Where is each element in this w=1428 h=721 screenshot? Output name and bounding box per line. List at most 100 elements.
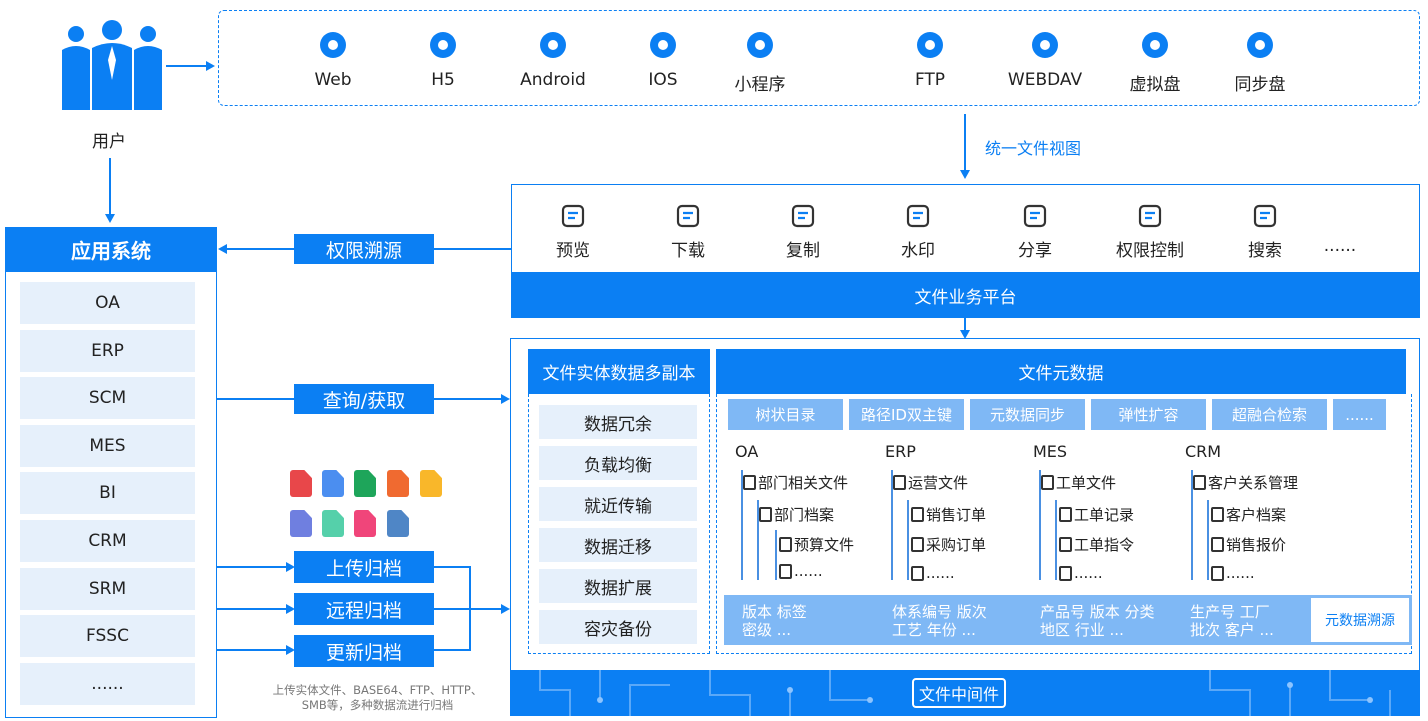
platform-item-1[interactable]: 下载 [638, 200, 738, 261]
platform-item-5[interactable]: 权限控制 [1100, 200, 1200, 261]
tree-node[interactable]: 运营文件 [893, 472, 968, 493]
metadata-tag: 超融合检索 [1212, 399, 1327, 430]
replica-title: 文件实体数据多副本 [528, 349, 710, 394]
tree-node[interactable]: ...... [1211, 564, 1255, 582]
folder-node-icon [1059, 507, 1072, 522]
tree-node[interactable]: 客户档案 [1211, 504, 1286, 525]
archive-button[interactable]: 远程归档 [294, 593, 434, 625]
node-label: 工单记录 [1074, 506, 1135, 524]
attr-line: 批次 客户 ... [1190, 621, 1274, 639]
tree-node[interactable]: ...... [1059, 564, 1103, 582]
client-6[interactable]: WEBDAV [1000, 28, 1090, 90]
node-label: 客户关系管理 [1208, 474, 1299, 492]
video-file-icon [290, 510, 312, 537]
app-item[interactable]: SRM [20, 567, 195, 610]
users-icon [58, 20, 166, 112]
tree-node[interactable]: 采购订单 [911, 534, 986, 555]
client-label: Android [520, 70, 586, 90]
query-button[interactable]: 查询/获取 [294, 384, 434, 414]
tree-node[interactable]: 客户关系管理 [1193, 472, 1298, 493]
replica-panel [528, 394, 710, 654]
metadata-attrs: 产品号 版本 分类地区 行业 ... [1040, 603, 1155, 639]
html5-icon [398, 28, 488, 62]
attr-line: 版本 标签 [742, 603, 807, 621]
metadata-trace-button[interactable]: 元数据溯源 [1311, 598, 1409, 642]
tree-node[interactable]: 销售订单 [911, 504, 986, 525]
platform-item-3[interactable]: 水印 [868, 200, 968, 261]
app-item[interactable]: SCM [20, 377, 195, 420]
audio-file-icon [420, 470, 442, 497]
app-item[interactable]: CRM [20, 520, 195, 562]
cad-file-icon [387, 510, 409, 537]
tree-node[interactable]: 预算文件 [779, 534, 854, 555]
node-label: 部门档案 [774, 506, 835, 524]
pdf-file-icon [290, 470, 312, 497]
archive-button[interactable]: 上传归档 [294, 551, 434, 583]
client-label: 小程序 [734, 75, 786, 95]
platform-item-2[interactable]: 复制 [753, 200, 853, 261]
folder-node-icon [911, 507, 924, 522]
client-2[interactable]: Android [508, 28, 598, 90]
client-4[interactable]: 小程序 [715, 28, 805, 95]
replica-item: 容灾备份 [539, 610, 697, 644]
miniprogram-icon [715, 28, 805, 62]
platform-item-6[interactable]: 搜索 [1215, 200, 1315, 261]
unified-view-label: 统一文件视图 [985, 139, 1082, 158]
tree-node[interactable]: 工单记录 [1059, 504, 1134, 525]
client-label: H5 [431, 70, 455, 90]
app-item[interactable]: MES [20, 424, 195, 467]
folder-node-icon [1211, 565, 1224, 581]
attr-line: 密级 ... [742, 621, 792, 639]
watermark-icon [868, 200, 968, 232]
platform-item-label: 预览 [556, 241, 590, 261]
metadata-tag: 树状目录 [728, 399, 843, 430]
client-3[interactable]: IOS [618, 28, 708, 90]
note-line: 上传实体文件、BASE64、FTP、HTTP、 [272, 683, 483, 697]
archive-button[interactable]: 更新归档 [294, 635, 434, 667]
platform-item-7[interactable]: ...... [1290, 200, 1390, 256]
node-label: ...... [926, 564, 955, 582]
tree-node[interactable]: ...... [779, 562, 823, 580]
sheet-file-icon [354, 470, 376, 497]
tree-title: OA [735, 442, 759, 461]
tree-node[interactable]: ...... [911, 564, 955, 582]
client-7[interactable]: 虚拟盘 [1110, 28, 1200, 95]
app-item[interactable]: FSSC [20, 615, 195, 658]
note-line: SMB等，多种数据流进行归档 [301, 698, 454, 712]
tree-node[interactable]: 部门相关文件 [743, 472, 848, 493]
node-label: 预算文件 [794, 536, 855, 554]
tree-node[interactable]: 工单文件 [1041, 472, 1116, 493]
client-label: Web [314, 70, 352, 90]
node-label: 工单指令 [1074, 536, 1135, 554]
tree-node[interactable]: 工单指令 [1059, 534, 1134, 555]
node-label: 采购订单 [926, 536, 987, 554]
attr-line: 生产号 工厂 [1190, 603, 1270, 621]
trace-button[interactable]: 权限溯源 [294, 234, 434, 264]
node-label: 销售报价 [1226, 536, 1287, 554]
app-item[interactable]: BI [20, 472, 195, 515]
app-item[interactable]: ...... [20, 662, 195, 705]
archive-note: 上传实体文件、BASE64、FTP、HTTP、SMB等，多种数据流进行归档 [240, 683, 515, 713]
app-item[interactable]: ERP [20, 329, 195, 372]
client-0[interactable]: Web [288, 28, 378, 90]
metadata-attrs: 体系编号 版次工艺 年份 ... [892, 603, 987, 639]
apps-title: 应用系统 [5, 227, 217, 272]
client-8[interactable]: 同步盘 [1215, 28, 1305, 95]
tree-oa: OA 部门相关文件部门档案预算文件...... [735, 442, 880, 582]
client-5[interactable]: FTP [885, 28, 975, 90]
platform-item-label: 下载 [671, 241, 705, 261]
doc-file-icon [322, 470, 344, 497]
platform-item-4[interactable]: 分享 [985, 200, 1085, 261]
app-item[interactable]: OA [20, 282, 195, 324]
platform-item-0[interactable]: 预览 [523, 200, 623, 261]
replica-item: 数据迁移 [539, 528, 697, 562]
client-1[interactable]: H5 [398, 28, 488, 90]
metadata-tag: 路径ID双主键 [849, 399, 964, 430]
replica-item: 就近传输 [539, 487, 697, 521]
preview-icon [523, 200, 623, 232]
tree-node[interactable]: 销售报价 [1211, 534, 1286, 555]
folder-node-icon [1211, 537, 1224, 552]
tree-node[interactable]: 部门档案 [759, 504, 834, 525]
